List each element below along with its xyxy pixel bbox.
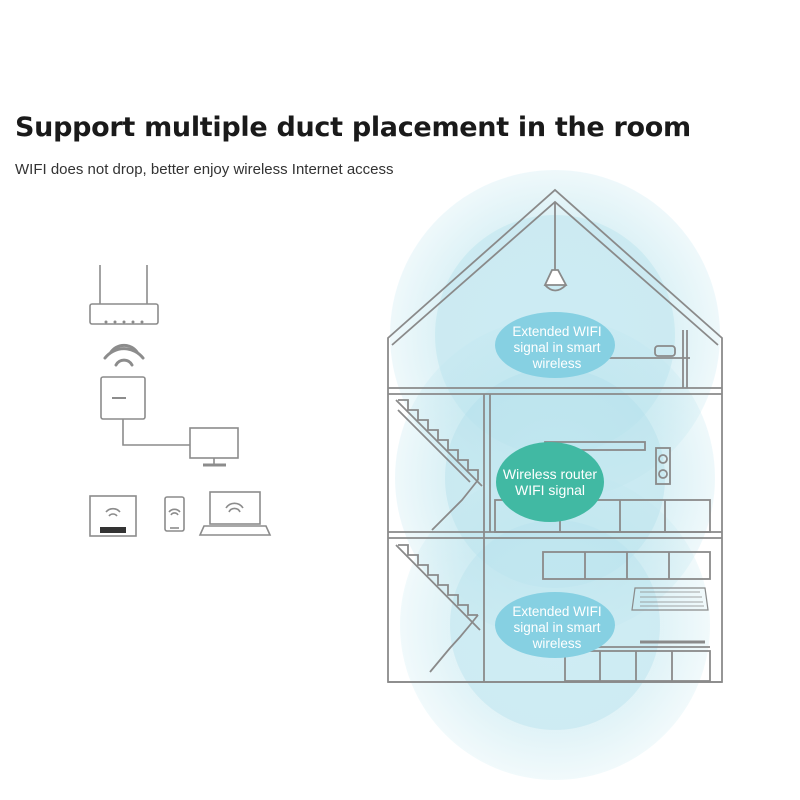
bubble-top-line-3: wireless [532, 356, 582, 371]
page-subtitle: WIFI does not drop, better enjoy wireles… [15, 161, 394, 178]
bubble-middle-line-2: WIFI signal [515, 482, 585, 498]
house-outline [387, 188, 723, 683]
laptop-icon [198, 491, 272, 536]
phone-icon [164, 496, 185, 532]
bubble-middle: Wireless router WIFI signal [496, 442, 604, 522]
bubble-top-line-1: Extended WIFI [512, 324, 601, 339]
wifi-icon [103, 343, 145, 367]
bubble-bottom: Extended WIFI signal in smart wireless [495, 592, 615, 658]
router-icon [89, 265, 159, 325]
bubble-top: Extended WIFI signal in smart wireless [495, 312, 615, 378]
bubble-middle-line-1: Wireless router [503, 466, 597, 482]
bubble-bottom-line-2: signal in smart [513, 620, 600, 635]
monitor-icon [189, 427, 239, 467]
bubble-top-line-2: signal in smart [513, 340, 600, 355]
tablet-icon [89, 495, 137, 537]
bubble-bottom-line-1: Extended WIFI [512, 604, 601, 619]
repeater-icon [100, 376, 146, 420]
bubble-bottom-line-3: wireless [532, 636, 582, 651]
page-title: Support multiple duct placement in the r… [15, 112, 691, 143]
